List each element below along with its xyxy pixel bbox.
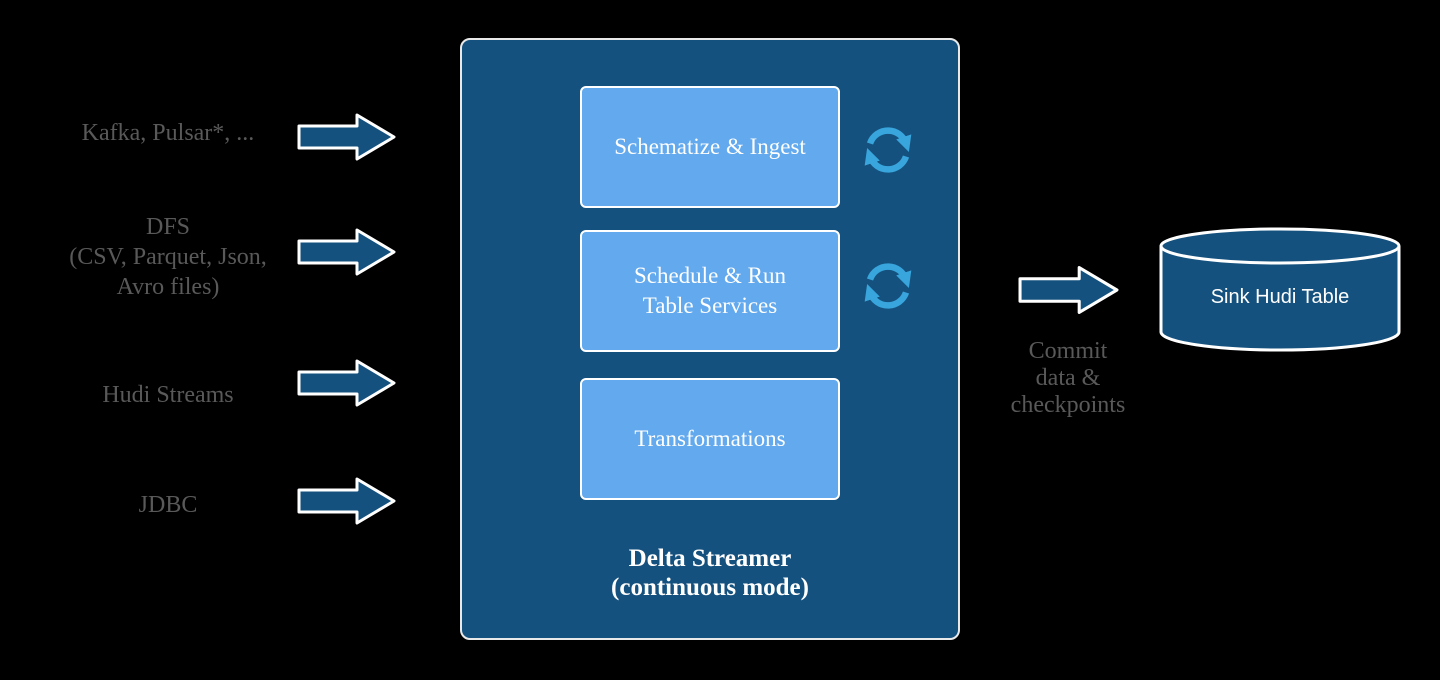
arrow-icon-commit <box>1018 266 1119 314</box>
arrow-icon-hudi-streams <box>297 359 396 407</box>
arrow-icon-jdbc <box>297 477 396 525</box>
stage-label: Schedule & Run Table Services <box>633 263 787 318</box>
source-label-kafka: Kafka, Pulsar*, ... <box>81 120 255 146</box>
source-label-jdbc: JDBC <box>138 492 198 518</box>
refresh-icon-ingest <box>864 127 912 173</box>
sink-hudi-table-label: Sink Hudi Table <box>1210 286 1350 308</box>
stage-label: Transformations <box>634 426 786 451</box>
stage-label: Schematize & Ingest <box>614 134 806 159</box>
commit-label: Commit data & checkpoints <box>1010 338 1126 418</box>
delta-streamer-title: Delta Streamer (continuous mode) <box>611 545 809 601</box>
arrow-icon-dfs <box>297 228 396 276</box>
refresh-icon-table-services <box>864 263 912 309</box>
source-label-hudi-streams: Hudi Streams <box>102 382 234 408</box>
stage-box-transformations: Transformations <box>580 378 840 500</box>
stage-box-schematize-ingest: Schematize & Ingest <box>580 86 840 208</box>
sink-database-cylinder <box>1159 227 1401 352</box>
arrow-icon-kafka <box>297 113 396 161</box>
source-label-dfs: DFS (CSV, Parquet, Json, Avro files) <box>69 214 267 300</box>
stage-box-schedule-run-table-services: Schedule & Run Table Services <box>580 230 840 352</box>
